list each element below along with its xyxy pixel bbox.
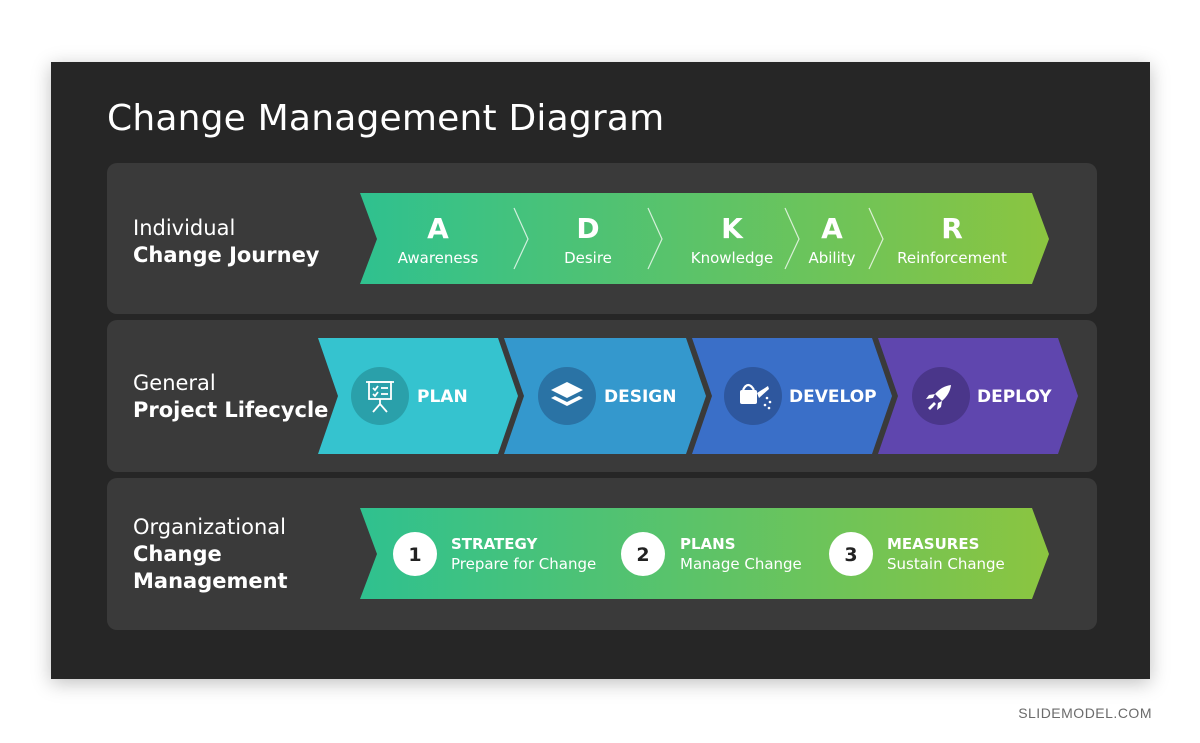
row-label: Individual Change Journey bbox=[133, 215, 320, 269]
ocm-band bbox=[360, 508, 1049, 599]
adkar-arrow: A Awareness D Desire K Knowledge A Abili… bbox=[360, 193, 1049, 284]
item-subtitle: Manage Change bbox=[680, 555, 802, 573]
step-number: 1 bbox=[408, 544, 421, 566]
number-badge bbox=[621, 532, 665, 576]
phase-develop bbox=[692, 338, 892, 454]
step-label: Knowledge bbox=[691, 249, 773, 267]
row-label: General Project Lifecycle bbox=[133, 370, 328, 424]
step-number: 3 bbox=[844, 544, 857, 566]
footer-credit: SLIDEMODEL.COM bbox=[1018, 705, 1152, 721]
row-label: Organizational Change Management bbox=[133, 514, 288, 595]
step-letter: K bbox=[721, 212, 744, 245]
item-subtitle: Prepare for Change bbox=[451, 555, 596, 573]
phase-label-develop: DEVELOP bbox=[789, 387, 877, 407]
ocm-arrow: 1 2 3 STRATEGY Prepare for Change PLANS … bbox=[360, 508, 1049, 599]
step-letter: D bbox=[576, 212, 599, 245]
step-label: Desire bbox=[564, 249, 612, 267]
step-label: Reinforcement bbox=[897, 249, 1007, 267]
chevron-separator bbox=[868, 207, 884, 270]
row-label-light: Individual bbox=[133, 216, 236, 240]
lifecycle-chevrons: PLAN DESIGN DEVELOP DEPLOY bbox=[318, 338, 1078, 454]
phase-label-deploy: DEPLOY bbox=[977, 387, 1052, 407]
item-title: MEASURES bbox=[887, 535, 979, 553]
chevron-separator bbox=[513, 207, 529, 270]
number-badge bbox=[829, 532, 873, 576]
step-number: 2 bbox=[636, 544, 649, 566]
item-title: STRATEGY bbox=[451, 535, 538, 553]
watering-can-icon bbox=[740, 383, 772, 410]
phase-deploy bbox=[878, 338, 1078, 454]
row-label-bold: Change bbox=[133, 542, 222, 566]
row-label-light: General bbox=[133, 371, 216, 395]
phase-plan bbox=[318, 338, 518, 454]
step-label: Awareness bbox=[398, 249, 479, 267]
adkar-band bbox=[360, 193, 1049, 284]
slide: Change Management Diagram Individual Cha… bbox=[51, 62, 1150, 679]
step-letter: R bbox=[941, 212, 963, 245]
row-label-bold: Change Journey bbox=[133, 243, 320, 267]
number-badge bbox=[393, 532, 437, 576]
presentation-board-icon bbox=[366, 381, 394, 413]
rocket-icon bbox=[926, 385, 951, 410]
chevron-separator bbox=[647, 207, 663, 270]
step-label: Ability bbox=[808, 249, 855, 267]
layers-icon bbox=[551, 382, 583, 406]
row-project-lifecycle: General Project Lifecycle bbox=[107, 320, 1097, 472]
phase-label-plan: PLAN bbox=[417, 387, 468, 407]
phase-label-design: DESIGN bbox=[604, 387, 676, 407]
step-letter: A bbox=[427, 212, 449, 245]
chevron-separator bbox=[784, 207, 800, 270]
phase-design bbox=[504, 338, 706, 454]
page-title: Change Management Diagram bbox=[107, 98, 665, 139]
row-label-bold: Management bbox=[133, 569, 288, 593]
row-label-light: Organizational bbox=[133, 515, 286, 539]
item-title: PLANS bbox=[680, 535, 736, 553]
item-subtitle: Sustain Change bbox=[887, 555, 1005, 573]
row-individual-change-journey: Individual Change Journey A Awareness D bbox=[107, 163, 1097, 314]
step-letter: A bbox=[821, 212, 843, 245]
row-label-bold: Project Lifecycle bbox=[133, 398, 329, 422]
plan-icon-circle bbox=[351, 367, 409, 425]
row-organizational-change: Organizational Change Management 1 2 3 S bbox=[107, 478, 1097, 630]
